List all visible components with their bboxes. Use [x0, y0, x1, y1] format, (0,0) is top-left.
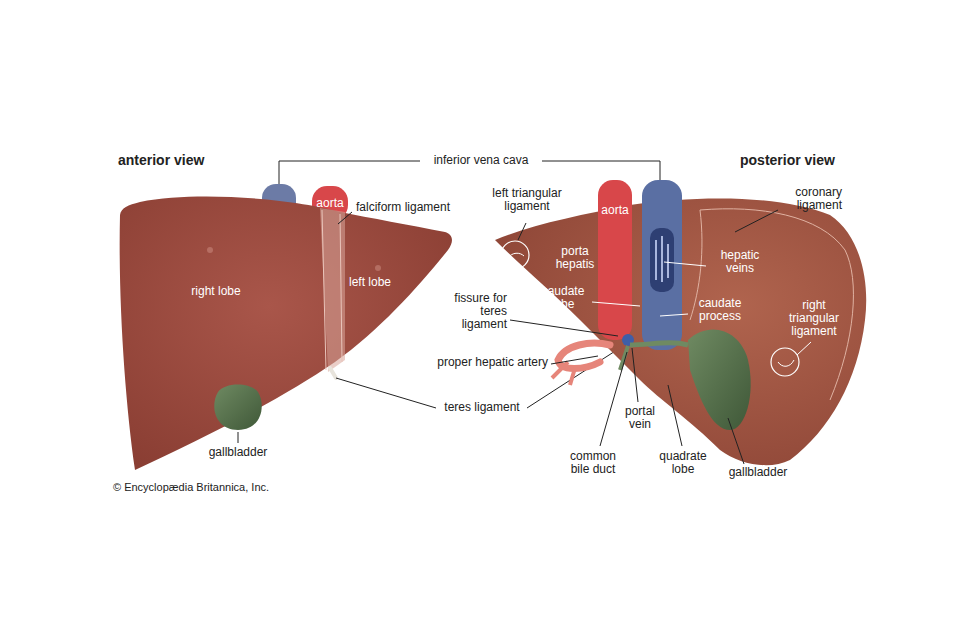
part-label: right lobe — [171, 285, 261, 298]
part-label: proper hepatic artery — [408, 356, 548, 369]
part-label: hepatic veins — [713, 249, 767, 275]
view-heading: posterior view — [740, 153, 880, 168]
part-label: common bile duct — [561, 450, 625, 476]
part-label: left lobe — [335, 276, 405, 289]
part-label: aorta — [595, 204, 635, 217]
part-label: aorta — [310, 197, 350, 210]
part-label: gallbladder — [713, 466, 803, 479]
part-label: fissure for teres ligament — [451, 292, 507, 331]
part-label: porta hepatis — [549, 245, 601, 271]
part-label: caudate lobe — [535, 285, 591, 311]
part-label: quadrate lobe — [655, 450, 711, 476]
part-label: inferior vena cava — [416, 154, 546, 167]
copyright-note: © Encyclopædia Britannica, Inc. — [113, 481, 353, 493]
part-label: right triangular ligament — [782, 299, 846, 338]
part-label: falciform ligament — [356, 201, 486, 214]
part-label: portal vein — [618, 405, 662, 431]
part-label: left triangular ligament — [477, 187, 577, 213]
view-heading: anterior view — [118, 153, 258, 168]
part-label: coronary ligament — [776, 186, 842, 212]
part-label: caudate process — [689, 297, 751, 323]
part-label: gallbladder — [193, 446, 283, 459]
part-label: teres ligament — [436, 401, 528, 414]
